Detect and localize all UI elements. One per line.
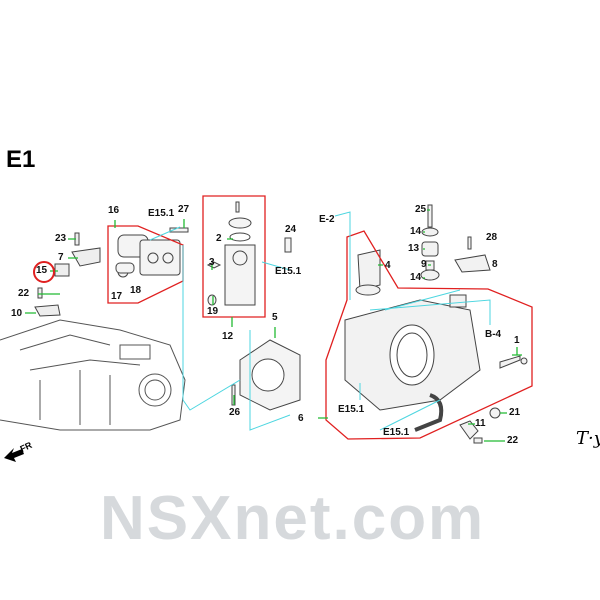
- part-label-13[interactable]: 13: [408, 243, 420, 254]
- part-label-11[interactable]: 11: [475, 418, 486, 429]
- part-label-22[interactable]: 22: [18, 288, 30, 299]
- part-label-28[interactable]: 28: [486, 232, 498, 243]
- part-label-27[interactable]: 27: [178, 204, 190, 215]
- part-label-22[interactable]: 22: [507, 435, 519, 446]
- box-throttle-6: [325, 230, 533, 440]
- part-label-1[interactable]: 1: [514, 335, 520, 346]
- part-label-5[interactable]: 5: [272, 312, 278, 323]
- part-label-6[interactable]: 6: [298, 413, 304, 424]
- part-label-12[interactable]: 12: [222, 331, 234, 342]
- part-label-18[interactable]: 18: [130, 285, 142, 296]
- part-label-26[interactable]: 26: [229, 407, 241, 418]
- fast-idle-valve: [206, 201, 256, 306]
- part-label-21[interactable]: 21: [509, 407, 521, 418]
- part-label-4[interactable]: 4: [385, 260, 391, 271]
- throttle-body: [344, 204, 528, 444]
- part-label-9[interactable]: 9: [421, 259, 427, 270]
- throttle-gasket-housing: [231, 237, 301, 411]
- part-label-14[interactable]: 14: [410, 226, 422, 237]
- part-label-10[interactable]: 10: [11, 308, 23, 319]
- bracket-parts: [34, 232, 101, 317]
- part-label-25[interactable]: 25: [415, 204, 427, 215]
- box-fiv-12: [202, 195, 266, 318]
- signature: T·y: [576, 428, 600, 449]
- ref-label-e15-1[interactable]: E15.1: [275, 266, 302, 277]
- part-label-3[interactable]: 3: [209, 257, 215, 268]
- part-label-2[interactable]: 2: [216, 233, 222, 244]
- watermark: NSXnet.com: [100, 484, 486, 553]
- part-label-7[interactable]: 7: [58, 252, 64, 263]
- part-label-23[interactable]: 23: [55, 233, 67, 244]
- part-label-8[interactable]: 8: [492, 259, 498, 270]
- highlight-circle: [33, 261, 55, 283]
- part-label-19[interactable]: 19: [207, 306, 219, 317]
- ref-label-e-2[interactable]: E-2: [319, 214, 335, 225]
- iacv-part: [115, 227, 189, 278]
- front-arrow-icon: [4, 448, 24, 462]
- intake-manifold: [0, 319, 186, 431]
- part-label-15[interactable]: 15: [36, 265, 48, 276]
- ref-label-e15-1[interactable]: E15.1: [338, 404, 365, 415]
- ref-label-e15-1[interactable]: E15.1: [383, 427, 410, 438]
- ref-label-b-4[interactable]: B-4: [485, 329, 502, 340]
- section-title: E1: [6, 146, 36, 173]
- part-label-17[interactable]: 17: [111, 291, 123, 302]
- reference-lines: [149, 211, 491, 431]
- part-label-14[interactable]: 14: [410, 272, 422, 283]
- part-label-16[interactable]: 16: [108, 205, 120, 216]
- part-label-24[interactable]: 24: [285, 224, 297, 235]
- ref-label-e15-1[interactable]: E15.1: [148, 208, 175, 219]
